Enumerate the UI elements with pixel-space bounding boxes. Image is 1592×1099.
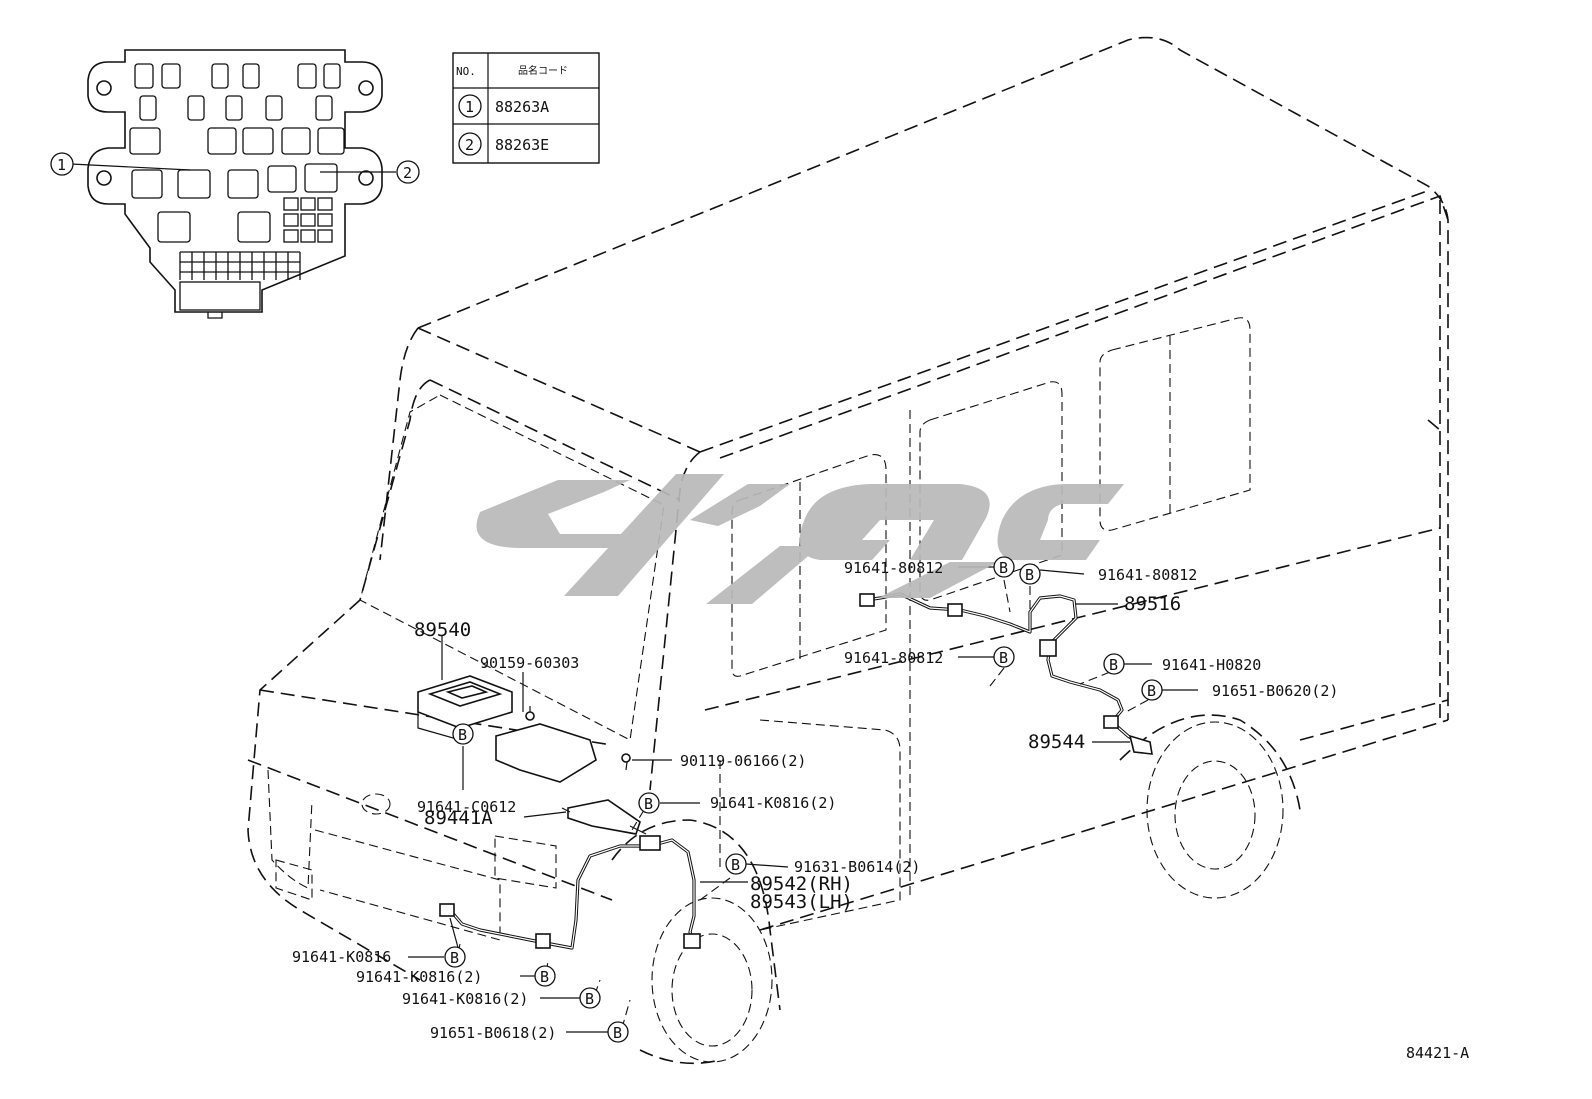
svg-text:B: B (613, 1024, 622, 1042)
abs-ecu-89540 (417, 675, 513, 741)
fastener-marker: B (993, 646, 1015, 668)
label-89542-rh: 89542(RH) (750, 873, 853, 895)
part-labels: 89540 90159-60303 91641-C0612 90119-0616… (292, 559, 1469, 1062)
label-91641-c0612: 91641-C0612 (417, 798, 516, 816)
table-row-2-no: 2 (465, 136, 474, 154)
fastener-marker: B (607, 1021, 629, 1043)
label-91641-h0820: 91641-H0820 (1162, 656, 1261, 674)
svg-text:B: B (999, 559, 1008, 577)
table-row-1-code: 88263A (495, 98, 549, 116)
table-row-2-code: 88263E (495, 136, 549, 154)
label-91641-k0816-2b: 91641-K0816(2) (356, 968, 482, 986)
label-91651-b0620: 91651-B0620(2) (1212, 682, 1338, 700)
label-89543-lh: 89543(LH) (750, 891, 853, 913)
table-row-1-no: 1 (465, 98, 474, 116)
label-91641-80812-b: 91641-80812 (1098, 566, 1197, 584)
fastener-marker: B (452, 723, 474, 745)
relay-callout-1: 1 (57, 156, 66, 174)
bracket-89441a (561, 799, 647, 835)
fastener-marker: B (1019, 563, 1041, 585)
label-89516: 89516 (1124, 593, 1181, 615)
bracket-90159 (495, 706, 597, 783)
label-90119-06166: 90119-06166(2) (680, 752, 806, 770)
van-outline (247, 36, 1449, 1065)
relay-block-illustration: 1 2 (50, 49, 420, 319)
label-89544: 89544 (1028, 731, 1085, 753)
svg-text:B: B (644, 795, 653, 813)
label-91641-k0816-2c: 91641-K0816(2) (402, 990, 528, 1008)
svg-text:B: B (585, 990, 594, 1008)
fastener-marker: B (534, 965, 556, 987)
label-90159-60303: 90159-60303 (480, 654, 579, 672)
table-header-code: 品名コード (518, 64, 568, 77)
svg-text:B: B (1109, 656, 1118, 674)
fastener-marker: B (725, 853, 747, 875)
svg-text:B: B (540, 968, 549, 986)
figure-code: 84421-A (1406, 1044, 1469, 1062)
fastener-marker: B (1141, 679, 1163, 701)
rear-harness-89516 (859, 592, 1153, 755)
label-91641-k0816: 91641-K0816 (292, 948, 391, 966)
label-91641-80812-a: 91641-80812 (844, 559, 943, 577)
fastener-marker: B (638, 792, 660, 814)
fastener-marker: B (1103, 653, 1125, 675)
label-91651-b0618: 91651-B0618(2) (430, 1024, 556, 1042)
fastener-markers: B B B B B B B B B B B B (444, 556, 1163, 1043)
svg-text:B: B (1025, 566, 1034, 584)
part-code-table: NO. 品名コード 1 88263A 2 88263E (452, 52, 600, 164)
label-89441a: 89441A (424, 807, 493, 829)
fastener-marker: B (993, 556, 1015, 578)
svg-text:B: B (999, 649, 1008, 667)
table-header-no: NO. (456, 65, 476, 78)
label-91641-80812-c: 91641-80812 (844, 649, 943, 667)
svg-text:B: B (450, 949, 459, 967)
front-speed-sensor-harness (439, 753, 701, 950)
label-91641-k0816-2: 91641-K0816(2) (710, 794, 836, 812)
watermark-logo (476, 474, 1124, 604)
fastener-marker: B (579, 987, 601, 1009)
label-89540: 89540 (414, 619, 471, 641)
svg-text:B: B (731, 856, 740, 874)
svg-text:B: B (1147, 682, 1156, 700)
relay-callout-2: 2 (403, 164, 412, 182)
fastener-marker: B (444, 946, 466, 968)
label-91631-b0614: 91631-B0614(2) (794, 858, 920, 876)
svg-text:B: B (458, 726, 467, 744)
